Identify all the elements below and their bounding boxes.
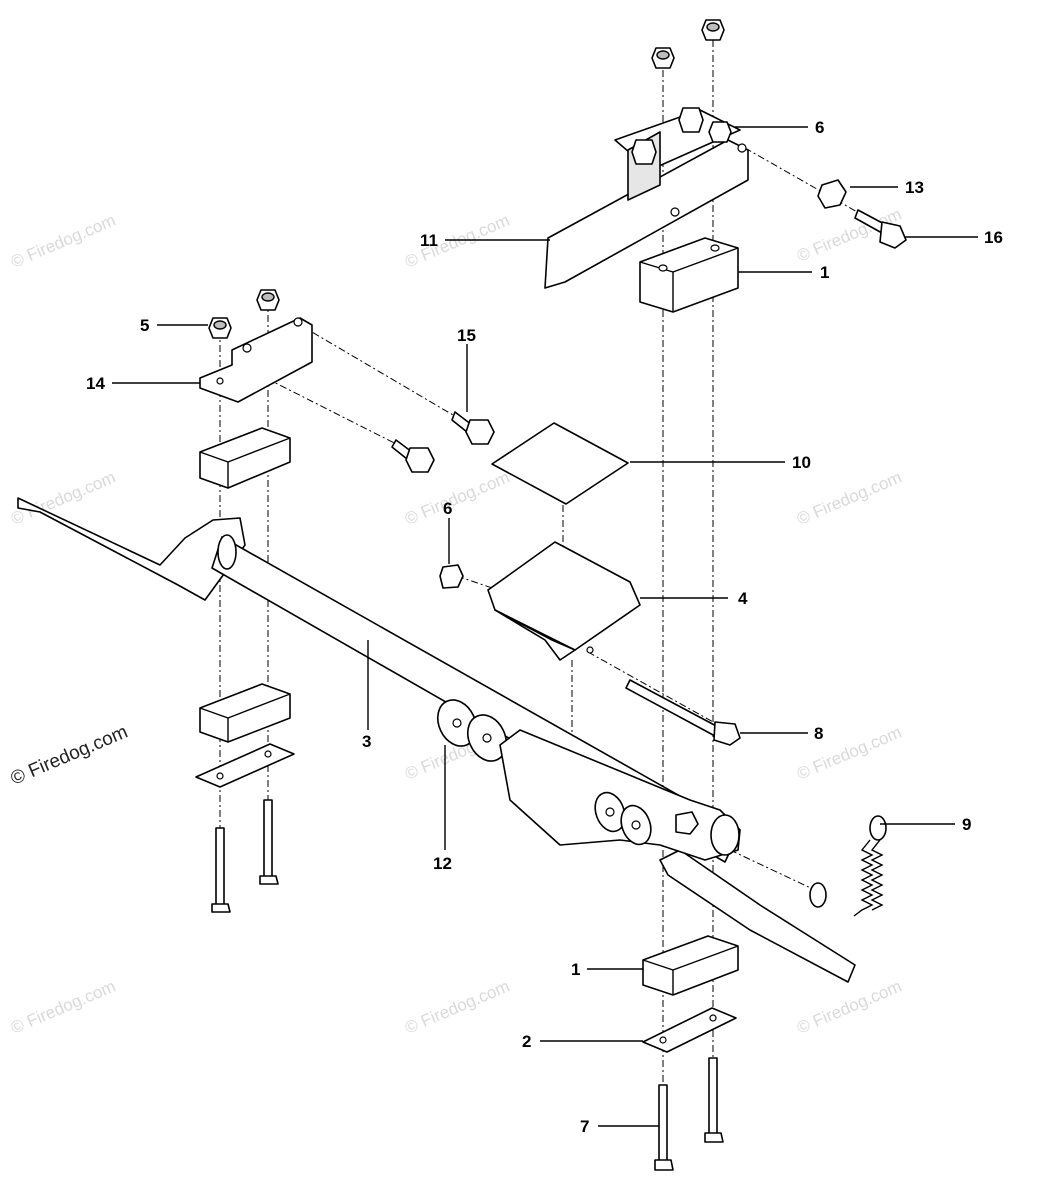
watermark: © Firedog.com (402, 468, 512, 529)
bolt-icon (259, 799, 279, 885)
clamp-block-part-1-bottom (642, 935, 739, 996)
callout-1-bottom: 1 (571, 960, 580, 979)
watermark: © Firedog.com (402, 977, 512, 1038)
bolt-part-16 (854, 209, 907, 249)
nut-icon (256, 289, 280, 311)
washers-part-12 (436, 699, 508, 762)
watermark: © Firedog.com (402, 211, 512, 272)
watermark: © Firedog.com (8, 977, 118, 1038)
callout-10: 10 (792, 453, 811, 472)
callout-5: 5 (140, 316, 149, 335)
nut-part-6-mid (439, 564, 464, 589)
watermark: © Firedog.com (794, 468, 904, 529)
plate-part-2 (642, 1007, 737, 1053)
watermark: © Firedog.com (794, 723, 904, 784)
pad-part-10 (491, 422, 629, 505)
spring-part-9 (809, 815, 887, 917)
callout-6-mid: 6 (443, 499, 452, 518)
bolt-icon (211, 827, 231, 913)
callout-16: 16 (984, 228, 1003, 247)
nut-part-5 (208, 317, 232, 339)
bolt-icon (704, 1057, 724, 1143)
bolt-icon (391, 439, 435, 473)
cover-part-4 (487, 541, 641, 661)
bolt-icon (631, 107, 732, 165)
callout-9: 9 (962, 815, 971, 834)
callout-3: 3 (362, 732, 371, 751)
callout-7: 7 (580, 1117, 589, 1136)
nut-part-13 (817, 179, 847, 209)
callout-11: 11 (420, 231, 438, 250)
callouts: 6 13 16 11 1 5 15 14 10 6 4 3 8 9 12 1 2… (86, 118, 1003, 1136)
bracket-part-14 (199, 317, 313, 403)
plate-left (195, 743, 295, 788)
bolt-part-15 (451, 411, 495, 445)
bolt-part-7 (654, 1084, 674, 1171)
callout-4: 4 (738, 589, 748, 608)
bolt-part-8 (625, 679, 741, 746)
nut-icon (701, 19, 725, 41)
watermark-main: © Firedog.com (8, 721, 131, 789)
clamp-block-left-bottom (199, 683, 291, 743)
pivot-arm (499, 729, 741, 861)
callout-15: 15 (457, 326, 476, 345)
callout-8: 8 (814, 724, 823, 743)
callout-6-top: 6 (815, 118, 824, 137)
clamp-block-part-1-top (639, 237, 739, 313)
callout-1-top: 1 (820, 263, 829, 282)
watermark: © Firedog.com (794, 977, 904, 1038)
leader-lines (112, 126, 978, 1127)
nut-icon (651, 47, 675, 69)
clamp-block-left-top (199, 427, 291, 489)
callout-2: 2 (522, 1032, 531, 1051)
callout-14: 14 (86, 374, 105, 393)
callout-12: 12 (433, 854, 452, 873)
watermark: © Firedog.com (8, 211, 118, 272)
callout-13: 13 (905, 178, 924, 197)
